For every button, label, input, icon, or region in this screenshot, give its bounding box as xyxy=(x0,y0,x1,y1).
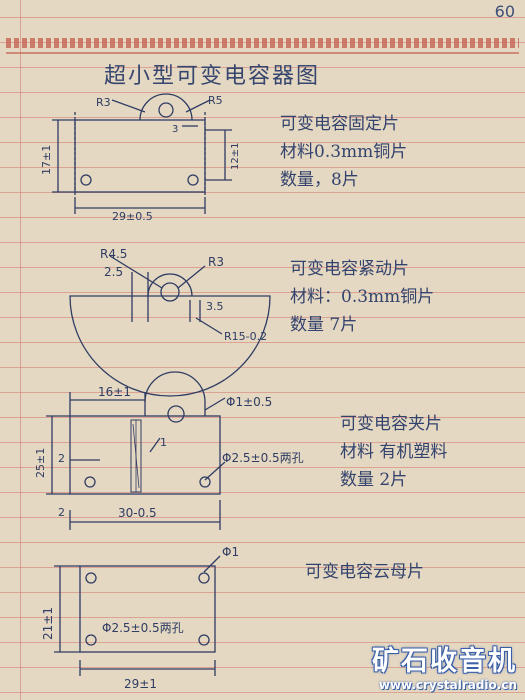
watermark-name: 矿石收音机 xyxy=(372,646,517,677)
note-clamp-plate: 可变电容夹片 材料 有机塑料 数量 2片 xyxy=(340,410,447,494)
dim-fixed-r2: R5 xyxy=(208,94,223,107)
note-fixed-plate: 可变电容固定片 材料0.3mm铜片 数量，8片 xyxy=(280,110,407,194)
note-line: 材料：0.3mm铜片 xyxy=(290,287,435,307)
note-line: 数量，8片 xyxy=(280,170,359,190)
mica-sheet-hole-br xyxy=(198,634,210,646)
dim-clamp-height: 25±1 xyxy=(34,448,47,478)
note-line: 可变电容紧动片 xyxy=(290,259,409,279)
clamp-plate-tab xyxy=(144,371,206,416)
note-line: 可变电容云母片 xyxy=(305,562,424,582)
dim-fixed-r1: R3 xyxy=(96,96,111,109)
note-mica-sheet: 可变电容云母片 xyxy=(305,558,424,586)
note-line: 数量 2片 xyxy=(340,470,408,490)
page-number: 60 xyxy=(494,2,515,21)
fixed-plate-hole-top xyxy=(158,102,174,118)
dim-clamp-holes: Φ2.5±0.5两孔 xyxy=(222,451,304,465)
dim-mica-width: 29±1 xyxy=(124,677,157,691)
drawing-mica-sheet: Φ1 21±1 Φ2.5±0.5两孔 29±1 xyxy=(41,545,239,691)
dim-fixed-width: 29±0.5 xyxy=(112,210,153,223)
dim-clamp-mid: 1 xyxy=(160,436,167,449)
dim-fixed-height: 17±1 xyxy=(40,145,53,175)
dim-clamp-side-top: 2 xyxy=(58,452,65,465)
margin-line xyxy=(20,0,21,700)
note-line: 数量 7片 xyxy=(290,315,358,335)
fixed-plate-hole-right xyxy=(187,174,199,186)
note-line: 可变电容夹片 xyxy=(340,414,442,434)
dim-moving-sector: R15-0.2 xyxy=(224,330,267,343)
note-line: 可变电容固定片 xyxy=(280,114,399,134)
clamp-plate-hole-right xyxy=(199,476,211,488)
note-line: 材料0.3mm铜片 xyxy=(280,142,408,162)
mica-sheet-outline xyxy=(79,565,216,653)
mica-sheet-hole-tl xyxy=(85,572,97,584)
dim-mica-height: 21±1 xyxy=(41,607,55,640)
dim-mica-holes: Φ2.5±0.5两孔 xyxy=(102,621,184,635)
mica-sheet-hole-tr xyxy=(198,572,210,584)
clamp-plate-hole-left xyxy=(84,476,96,488)
site-watermark: 矿石收音机 www.crystalradio.cn xyxy=(372,639,517,692)
drawing-moving-plate: R4.5 2.5 R3 3.5 R15-0.2 xyxy=(69,247,271,397)
page-title: 超小型可变电容器图 xyxy=(104,64,321,89)
dim-clamp-top: 16±1 xyxy=(98,385,131,399)
moving-plate-hole xyxy=(160,282,180,302)
note-line: 材料 有机塑料 xyxy=(340,442,448,462)
fixed-plate-tab xyxy=(139,93,193,121)
drawing-fixed-plate: R3 R5 3 17±1 12±1 29±0.5 xyxy=(40,93,241,223)
dim-clamp-hole-top: Φ1±0.5 xyxy=(226,395,272,409)
dim-moving-right: 3.5 xyxy=(206,300,224,313)
fixed-plate-outline xyxy=(74,119,206,193)
fixed-plate-hole-left xyxy=(80,174,92,186)
dim-moving-r-inner: R3 xyxy=(208,255,224,269)
dim-fixed-offset: 3 xyxy=(172,124,178,135)
decorative-border-line xyxy=(6,52,519,54)
dim-moving-left: 2.5 xyxy=(104,265,123,279)
moving-plate-hub xyxy=(147,273,193,297)
dim-fixed-inner-height: 12±1 xyxy=(230,143,241,170)
note-moving-plate: 可变电容紧动片 材料：0.3mm铜片 数量 7片 xyxy=(290,255,434,339)
watermark-url: www.crystalradio.cn xyxy=(378,678,517,692)
clamp-plate-hole-top xyxy=(167,405,185,423)
dim-clamp-side-bottom: 2 xyxy=(58,506,65,519)
dim-moving-r-outer: R4.5 xyxy=(100,247,127,261)
dim-clamp-width: 30-0.5 xyxy=(118,506,157,520)
clamp-plate-outline xyxy=(69,415,221,495)
mica-sheet-hole-bl xyxy=(85,634,97,646)
dim-mica-hole-top: Φ1 xyxy=(222,545,239,559)
moving-plate-sector xyxy=(69,295,271,397)
decorative-border xyxy=(6,38,519,48)
drawing-clamp-plate: 16±1 Φ1±0.5 1 25±1 2 2 Φ2.5±0.5两孔 30-0.5 xyxy=(34,371,304,530)
